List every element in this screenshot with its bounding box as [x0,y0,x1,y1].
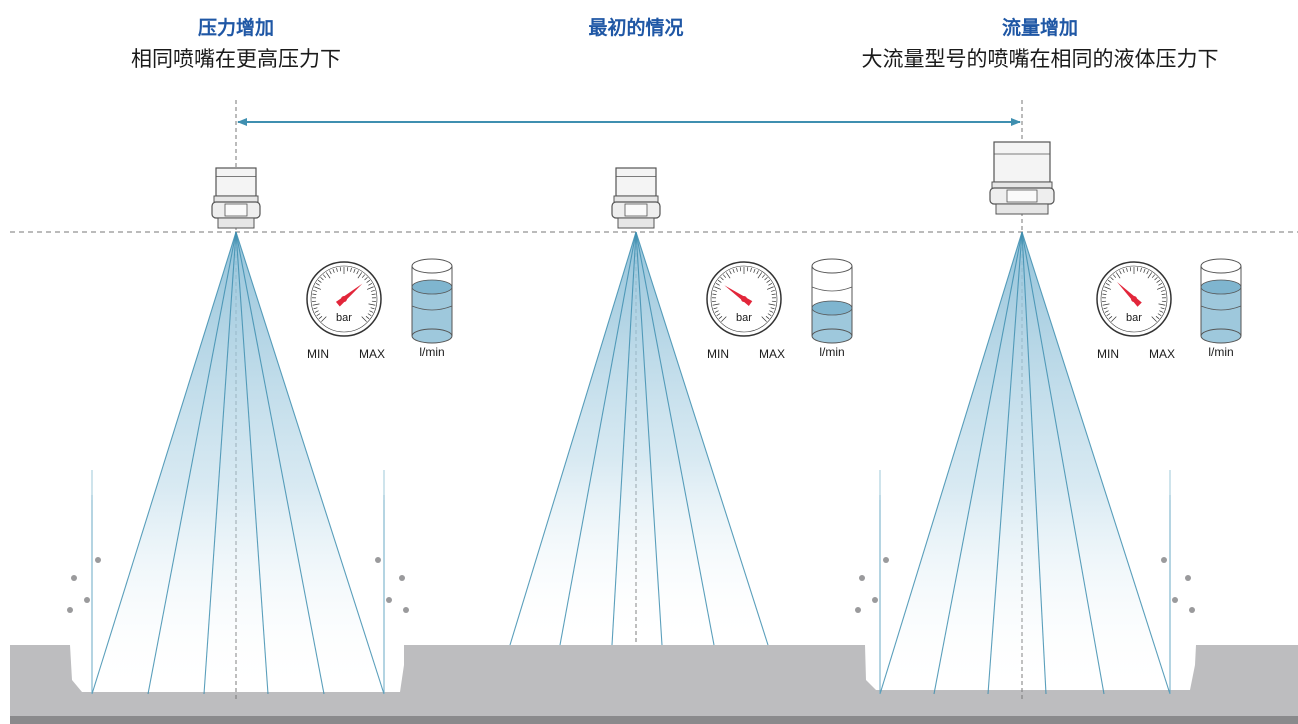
gauge-max-label: MAX [359,347,385,361]
panel-heading-flow: 流量增加 大流量型号的喷嘴在相同的液体压力下 [800,16,1280,74]
gauge-min-label: MIN [1097,347,1119,361]
panel-title: 流量增加 [1001,17,1078,39]
panel-title: 压力增加 [197,17,274,39]
splash [375,470,409,694]
gauge-unit-label: bar [336,312,352,324]
flow-cylinder-icon: l/min [811,258,853,359]
flow-cylinder-icon: l/min [1200,258,1242,359]
gauge-max-label: MAX [759,347,785,361]
gauge-unit-label: bar [1126,312,1142,324]
flow-unit-label: l/min [1208,345,1233,359]
nozzle-icon [989,141,1055,215]
gauge-min-label: MIN [307,347,329,361]
spray-cone [855,231,1195,695]
splash [855,470,889,694]
flow-unit-label: l/min [819,345,844,359]
gauge-unit-label: bar [736,312,752,324]
gauge-min-label: MIN [707,347,729,361]
panel-heading-pressure: 压力增加 相同喷嘴在更高压力下 [56,16,416,74]
panel-subtitle: 相同喷嘴在更高压力下 [131,47,341,71]
gauge-max-label: MAX [1149,347,1175,361]
panel-title: 最初的情况 [588,17,684,39]
panel-subtitle: 大流量型号的喷嘴在相同的液体压力下 [861,47,1219,71]
flow-cylinder-icon: l/min [411,258,453,359]
spray-cone [67,231,409,695]
flow-unit-label: l/min [419,345,444,359]
panel-heading-initial: 最初的情况 [456,16,816,44]
splash [67,470,101,694]
ground-base [10,716,1298,724]
nozzle-icon [611,167,661,229]
nozzle-icon [211,167,261,229]
splash [1161,470,1195,694]
spray-cone [509,231,769,646]
ground [10,645,1298,724]
